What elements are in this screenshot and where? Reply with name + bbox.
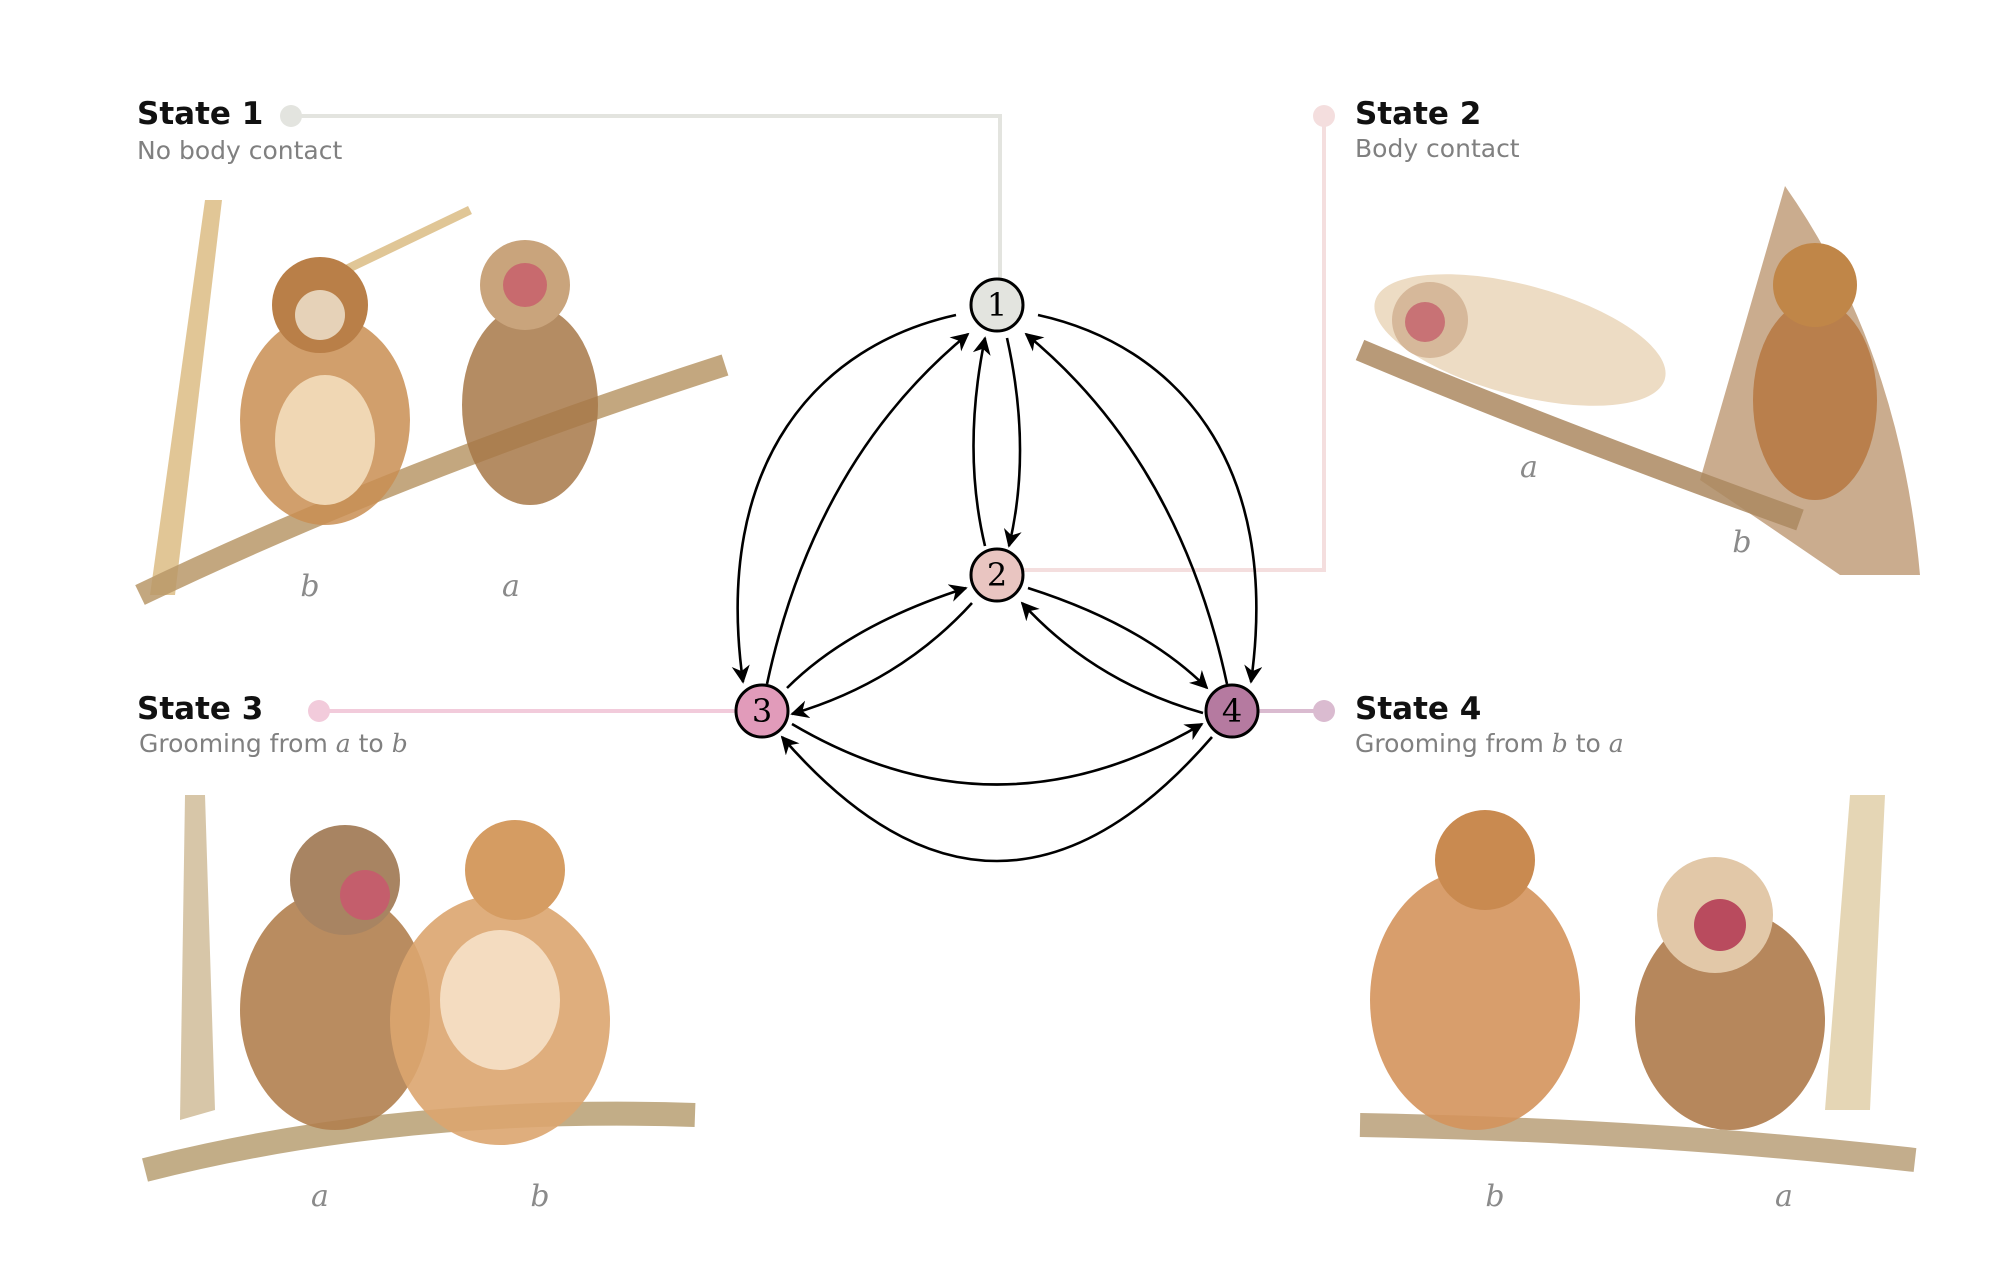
edge-4-to-1 xyxy=(1024,332,1229,685)
state-1-title: State 1 xyxy=(137,96,264,132)
edge-4-to-3 xyxy=(780,735,1213,863)
individual-label: a xyxy=(311,1179,329,1214)
state-2-subtitle: Body contact xyxy=(1355,134,1520,163)
individual-label: b xyxy=(300,569,319,604)
individual-b: b xyxy=(1551,729,1568,758)
individual-label: a xyxy=(502,569,520,604)
illustration-state-4: b a xyxy=(1359,795,1917,1214)
edge-1-to-2 xyxy=(1003,337,1022,548)
state-nodes: 1 2 3 4 xyxy=(734,277,1260,739)
subtitle-text: Grooming from xyxy=(1355,729,1552,758)
edge-2-to-4 xyxy=(1027,586,1209,690)
node-state-4: 4 xyxy=(1204,683,1260,739)
state-3-subtitle: Grooming from a to b xyxy=(139,729,408,758)
edge-3-to-4 xyxy=(791,722,1204,786)
edge-2-to-3 xyxy=(790,602,973,719)
connectors xyxy=(280,105,1335,722)
illustration-state-3: a b xyxy=(142,795,696,1214)
illustration-state-2: a b xyxy=(1355,186,1920,575)
subtitle-text: Grooming from xyxy=(139,729,336,758)
subtitle-text: to xyxy=(1567,729,1609,758)
connector-state-1 xyxy=(291,114,1002,280)
state-3-title: State 3 xyxy=(137,691,264,727)
connector-dot-state-3 xyxy=(308,700,330,722)
connector-state-2 xyxy=(1022,116,1326,572)
individual-b: b xyxy=(391,729,408,758)
node-label: 2 xyxy=(987,556,1007,594)
state-4-title: State 4 xyxy=(1355,691,1482,727)
edge-3-to-2 xyxy=(786,584,968,689)
state-2-title: State 2 xyxy=(1355,96,1482,132)
individual-label: a xyxy=(1775,1179,1793,1214)
individual-label: a xyxy=(1520,450,1538,485)
subtitle-text: to xyxy=(350,729,392,758)
individual-label: b xyxy=(1732,525,1751,560)
state-4-subtitle: Grooming from b to a xyxy=(1355,729,1624,758)
edge-1-to-4 xyxy=(1037,313,1263,684)
illustration-state-1: b a xyxy=(135,200,729,605)
connector-dot-state-2 xyxy=(1313,105,1335,127)
individual-label: b xyxy=(1485,1179,1504,1214)
node-label: 1 xyxy=(987,286,1007,324)
edge-3-to-1 xyxy=(765,332,970,685)
connector-dot-state-4 xyxy=(1313,700,1335,722)
node-state-1: 1 xyxy=(969,277,1025,333)
individual-a: a xyxy=(1608,729,1624,758)
state-1-subtitle: No body contact xyxy=(137,136,343,165)
edge-2-to-1 xyxy=(972,336,991,547)
node-label: 4 xyxy=(1222,692,1242,730)
edge-1-to-3 xyxy=(731,313,957,684)
individual-label: b xyxy=(530,1179,549,1214)
node-state-2: 2 xyxy=(969,547,1025,603)
connector-dot-state-1 xyxy=(280,105,302,127)
transition-edges xyxy=(731,313,1263,863)
node-label: 3 xyxy=(752,692,772,730)
edge-4-to-2 xyxy=(1020,601,1204,715)
node-state-3: 3 xyxy=(734,683,790,739)
individual-a: a xyxy=(335,729,351,758)
